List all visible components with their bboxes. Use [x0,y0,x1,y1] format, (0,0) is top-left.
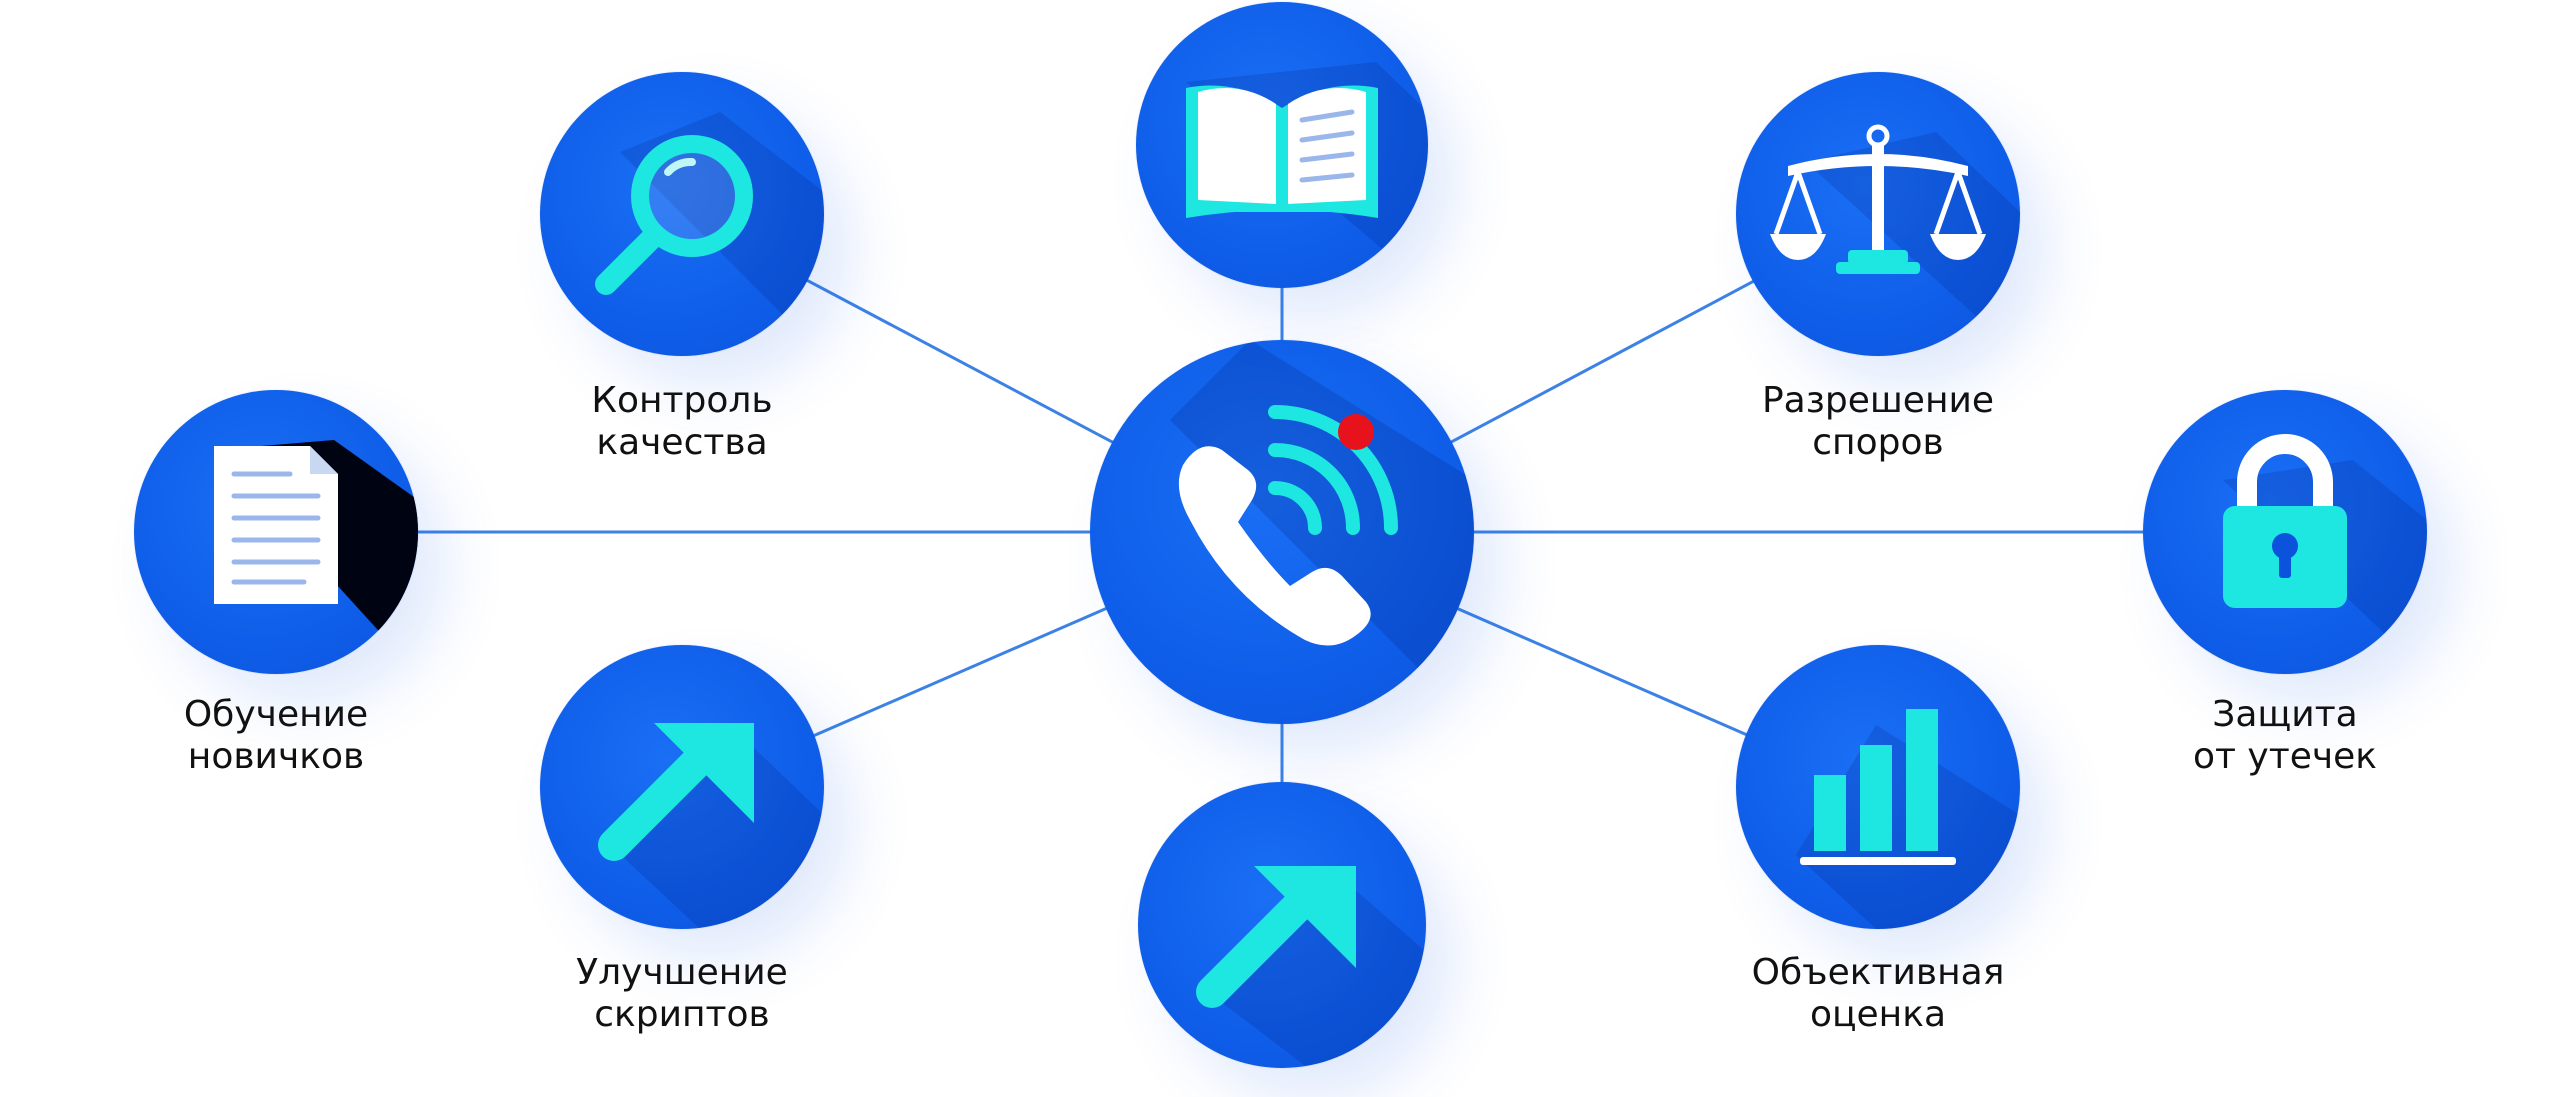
arrow-up-right-icon [1196,866,1426,1068]
node-objective-evaluation[interactable] [1736,645,2020,929]
bar-chart-icon [1796,709,2020,929]
padlock-icon [2223,434,2427,674]
open-book-icon [1186,62,1428,288]
scales-icon [1770,124,2020,356]
node-dispute-resolution[interactable] [1736,72,2020,356]
node-growth[interactable] [1138,782,1426,1068]
node-leak-protection[interactable] [2143,390,2427,674]
node-knowledge-base[interactable] [1136,2,1428,288]
document-icon [214,440,418,674]
arrow-up-right-icon [598,723,824,929]
node-script-improvement[interactable] [540,645,824,929]
node-newbie-training[interactable] [134,390,418,674]
magnifier-icon [595,112,824,356]
hub-node[interactable] [1090,340,1474,724]
phone-call-icon [1170,340,1474,724]
node-quality-control[interactable] [540,72,824,356]
